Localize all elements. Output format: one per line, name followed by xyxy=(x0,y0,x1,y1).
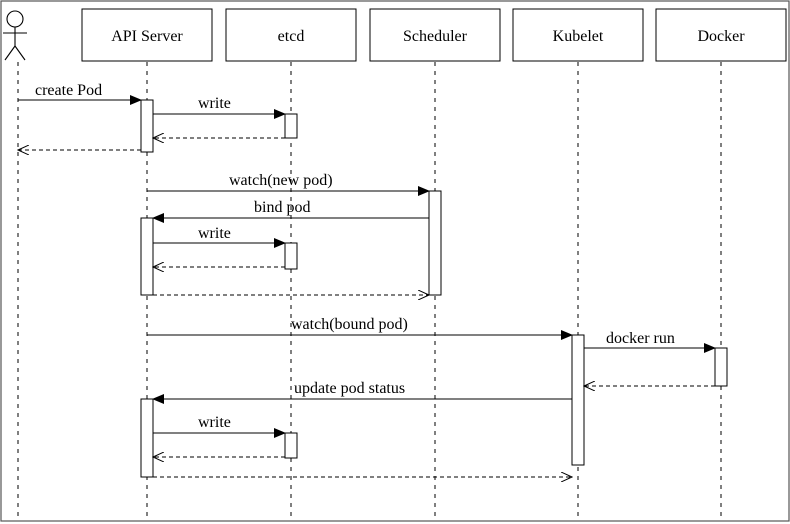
participant-etcd: etcd xyxy=(225,8,357,62)
message-label-watch-new-pod: watch(new pod) xyxy=(229,172,333,189)
participant-docker: Docker xyxy=(655,8,787,62)
activation-etcd-3 xyxy=(284,432,298,459)
message-label-docker-run: docker run xyxy=(606,330,675,347)
activation-scheduler xyxy=(428,190,442,296)
message-label-write-1: write xyxy=(198,95,231,112)
activation-api-server-1 xyxy=(140,99,154,153)
activation-api-server-2 xyxy=(140,217,154,296)
participant-scheduler: Scheduler xyxy=(369,8,501,62)
activation-etcd-1 xyxy=(284,113,298,139)
participant-kubelet: Kubelet xyxy=(512,8,644,62)
participant-label: Scheduler xyxy=(403,28,468,45)
message-label-bind-pod: bind pod xyxy=(254,199,310,216)
message-label-write-2: write xyxy=(198,225,231,242)
participant-label: Kubelet xyxy=(553,28,604,45)
participant-label: API Server xyxy=(111,28,183,45)
activation-etcd-2 xyxy=(284,242,298,270)
participant-api-server: API Server xyxy=(81,8,213,62)
activation-docker xyxy=(714,347,728,387)
message-label-watch-bound-pod: watch(bound pod) xyxy=(291,316,408,333)
activation-api-server-3 xyxy=(140,398,154,478)
message-label-create-pod: create Pod xyxy=(35,82,102,99)
participant-label: Docker xyxy=(697,28,745,45)
message-label-write-3: write xyxy=(198,414,231,431)
activation-kubelet xyxy=(571,334,585,466)
actor-icon xyxy=(3,10,27,61)
message-label-update-pod-status: update pod status xyxy=(294,380,405,397)
participant-label: etcd xyxy=(278,28,305,45)
